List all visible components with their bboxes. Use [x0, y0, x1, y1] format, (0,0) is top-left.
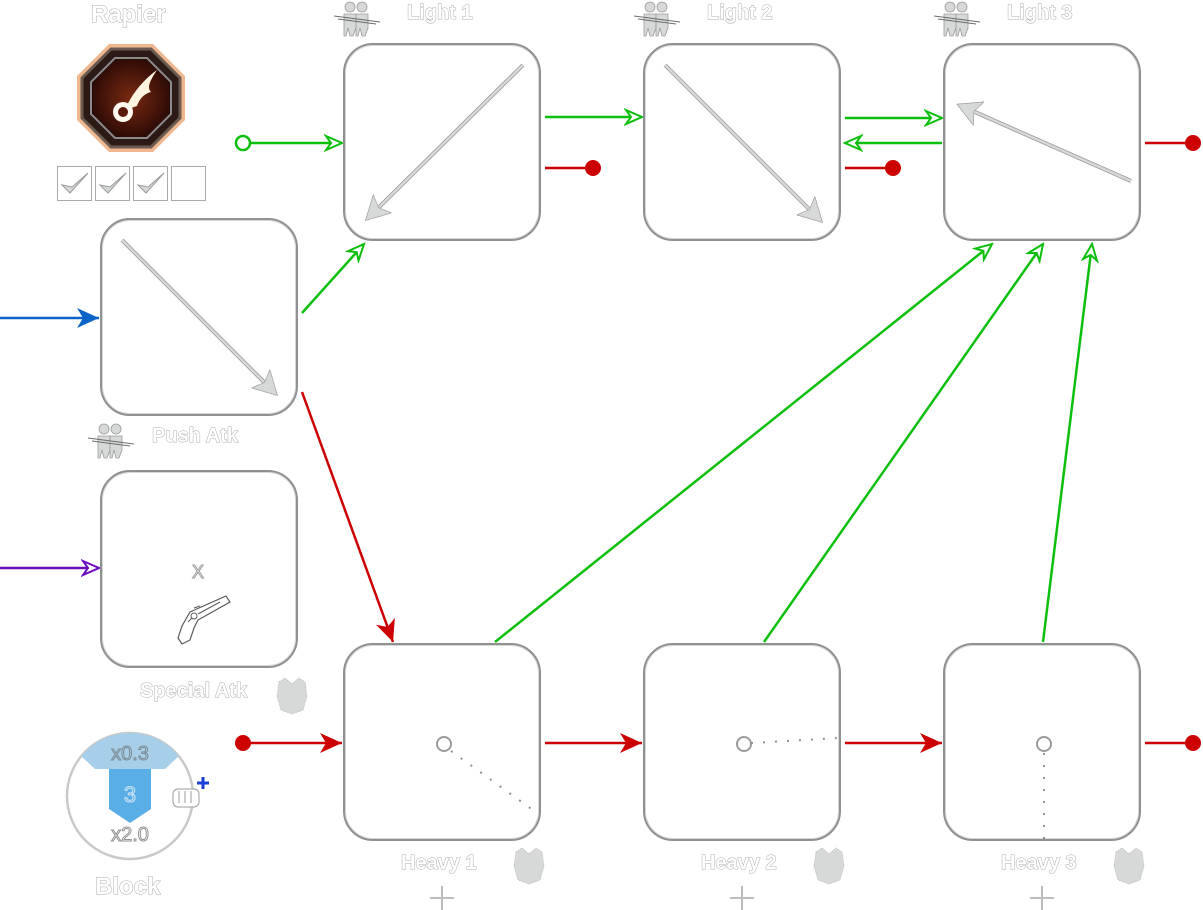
armor-icon [276, 677, 308, 715]
conn-start-node [234, 134, 252, 152]
block-top-multiplier: x0.3 [111, 743, 150, 766]
two-people-hit-icon [333, 1, 381, 37]
conn-heavy2-light3 [762, 244, 1043, 643]
special-key-label: X [191, 562, 205, 583]
hold-drag-down-icon [1036, 736, 1052, 841]
heavy-2-label: Heavy 2 [701, 852, 778, 875]
light-1-label: Light 1 [407, 2, 474, 25]
swipe-down-right-icon [120, 238, 298, 416]
swipe-down-left-icon [343, 63, 525, 241]
node-light-2[interactable] [643, 43, 841, 241]
upgrade-slot-4[interactable] [171, 166, 206, 201]
armor-icon [1113, 847, 1145, 885]
swipe-down-right-icon [663, 63, 841, 241]
node-heavy-2[interactable] [643, 643, 841, 841]
upgrade-slot-1[interactable] [57, 166, 92, 201]
two-people-hit-icon [87, 423, 135, 459]
start-dot-heavy1 [235, 735, 251, 751]
special-atk-label: Special Atk [139, 680, 248, 703]
armor-icon [813, 847, 845, 885]
checkmark-icon [98, 172, 127, 194]
conn-heavy3-light3 [1041, 244, 1092, 643]
upgrade-slot-3[interactable] [133, 166, 168, 201]
hold-drag-down-right-icon [436, 736, 538, 814]
plus-icon[interactable] [730, 886, 754, 910]
node-light-1[interactable] [343, 43, 541, 241]
end-dot-heavy3 [1185, 735, 1201, 751]
flaming-meteor-icon[interactable] [73, 40, 189, 156]
upgrade-slot-2[interactable] [95, 166, 130, 201]
node-light-3[interactable] [943, 43, 1141, 241]
block-circle-icon [65, 731, 195, 861]
conn-heavy1-light3 [494, 244, 992, 643]
end-dot-light3 [1185, 135, 1201, 151]
conn-push-heavy1 [300, 391, 395, 643]
light-2-label: Light 2 [707, 2, 774, 25]
armor-icon [513, 847, 545, 885]
two-people-hit-icon [933, 1, 981, 37]
push-atk-label: Push Atk [152, 425, 239, 448]
block-label: Block [94, 873, 161, 901]
hold-drag-right-icon [736, 736, 840, 752]
two-people-hit-icon [633, 1, 681, 37]
light-3-label: Light 3 [1007, 2, 1074, 25]
end-dot-light2 [885, 160, 901, 176]
block-widget[interactable]: x0.3 3 x2.0 [65, 731, 209, 861]
swipe-up-left-icon [943, 43, 1132, 183]
flintlock-pistol-icon [177, 595, 231, 645]
node-heavy-1[interactable] [343, 643, 541, 841]
node-push-atk[interactable] [100, 218, 298, 416]
heavy-3-label: Heavy 3 [1001, 852, 1078, 875]
block-count: 3 [123, 782, 137, 808]
end-dot-light1 [585, 160, 601, 176]
plus-icon[interactable] [1030, 886, 1054, 910]
plus-icon[interactable] [430, 886, 454, 910]
block-bottom-multiplier: x2.0 [111, 824, 150, 847]
checkmark-icon [60, 172, 89, 194]
node-special-atk[interactable]: X [100, 470, 298, 668]
conn-push-light1 [301, 244, 364, 314]
checkmark-icon [136, 172, 165, 194]
heavy-1-label: Heavy 1 [401, 852, 478, 875]
weapon-name: Rapier [91, 1, 167, 29]
fist-plus-icon [172, 777, 209, 808]
node-heavy-3[interactable] [943, 643, 1141, 841]
